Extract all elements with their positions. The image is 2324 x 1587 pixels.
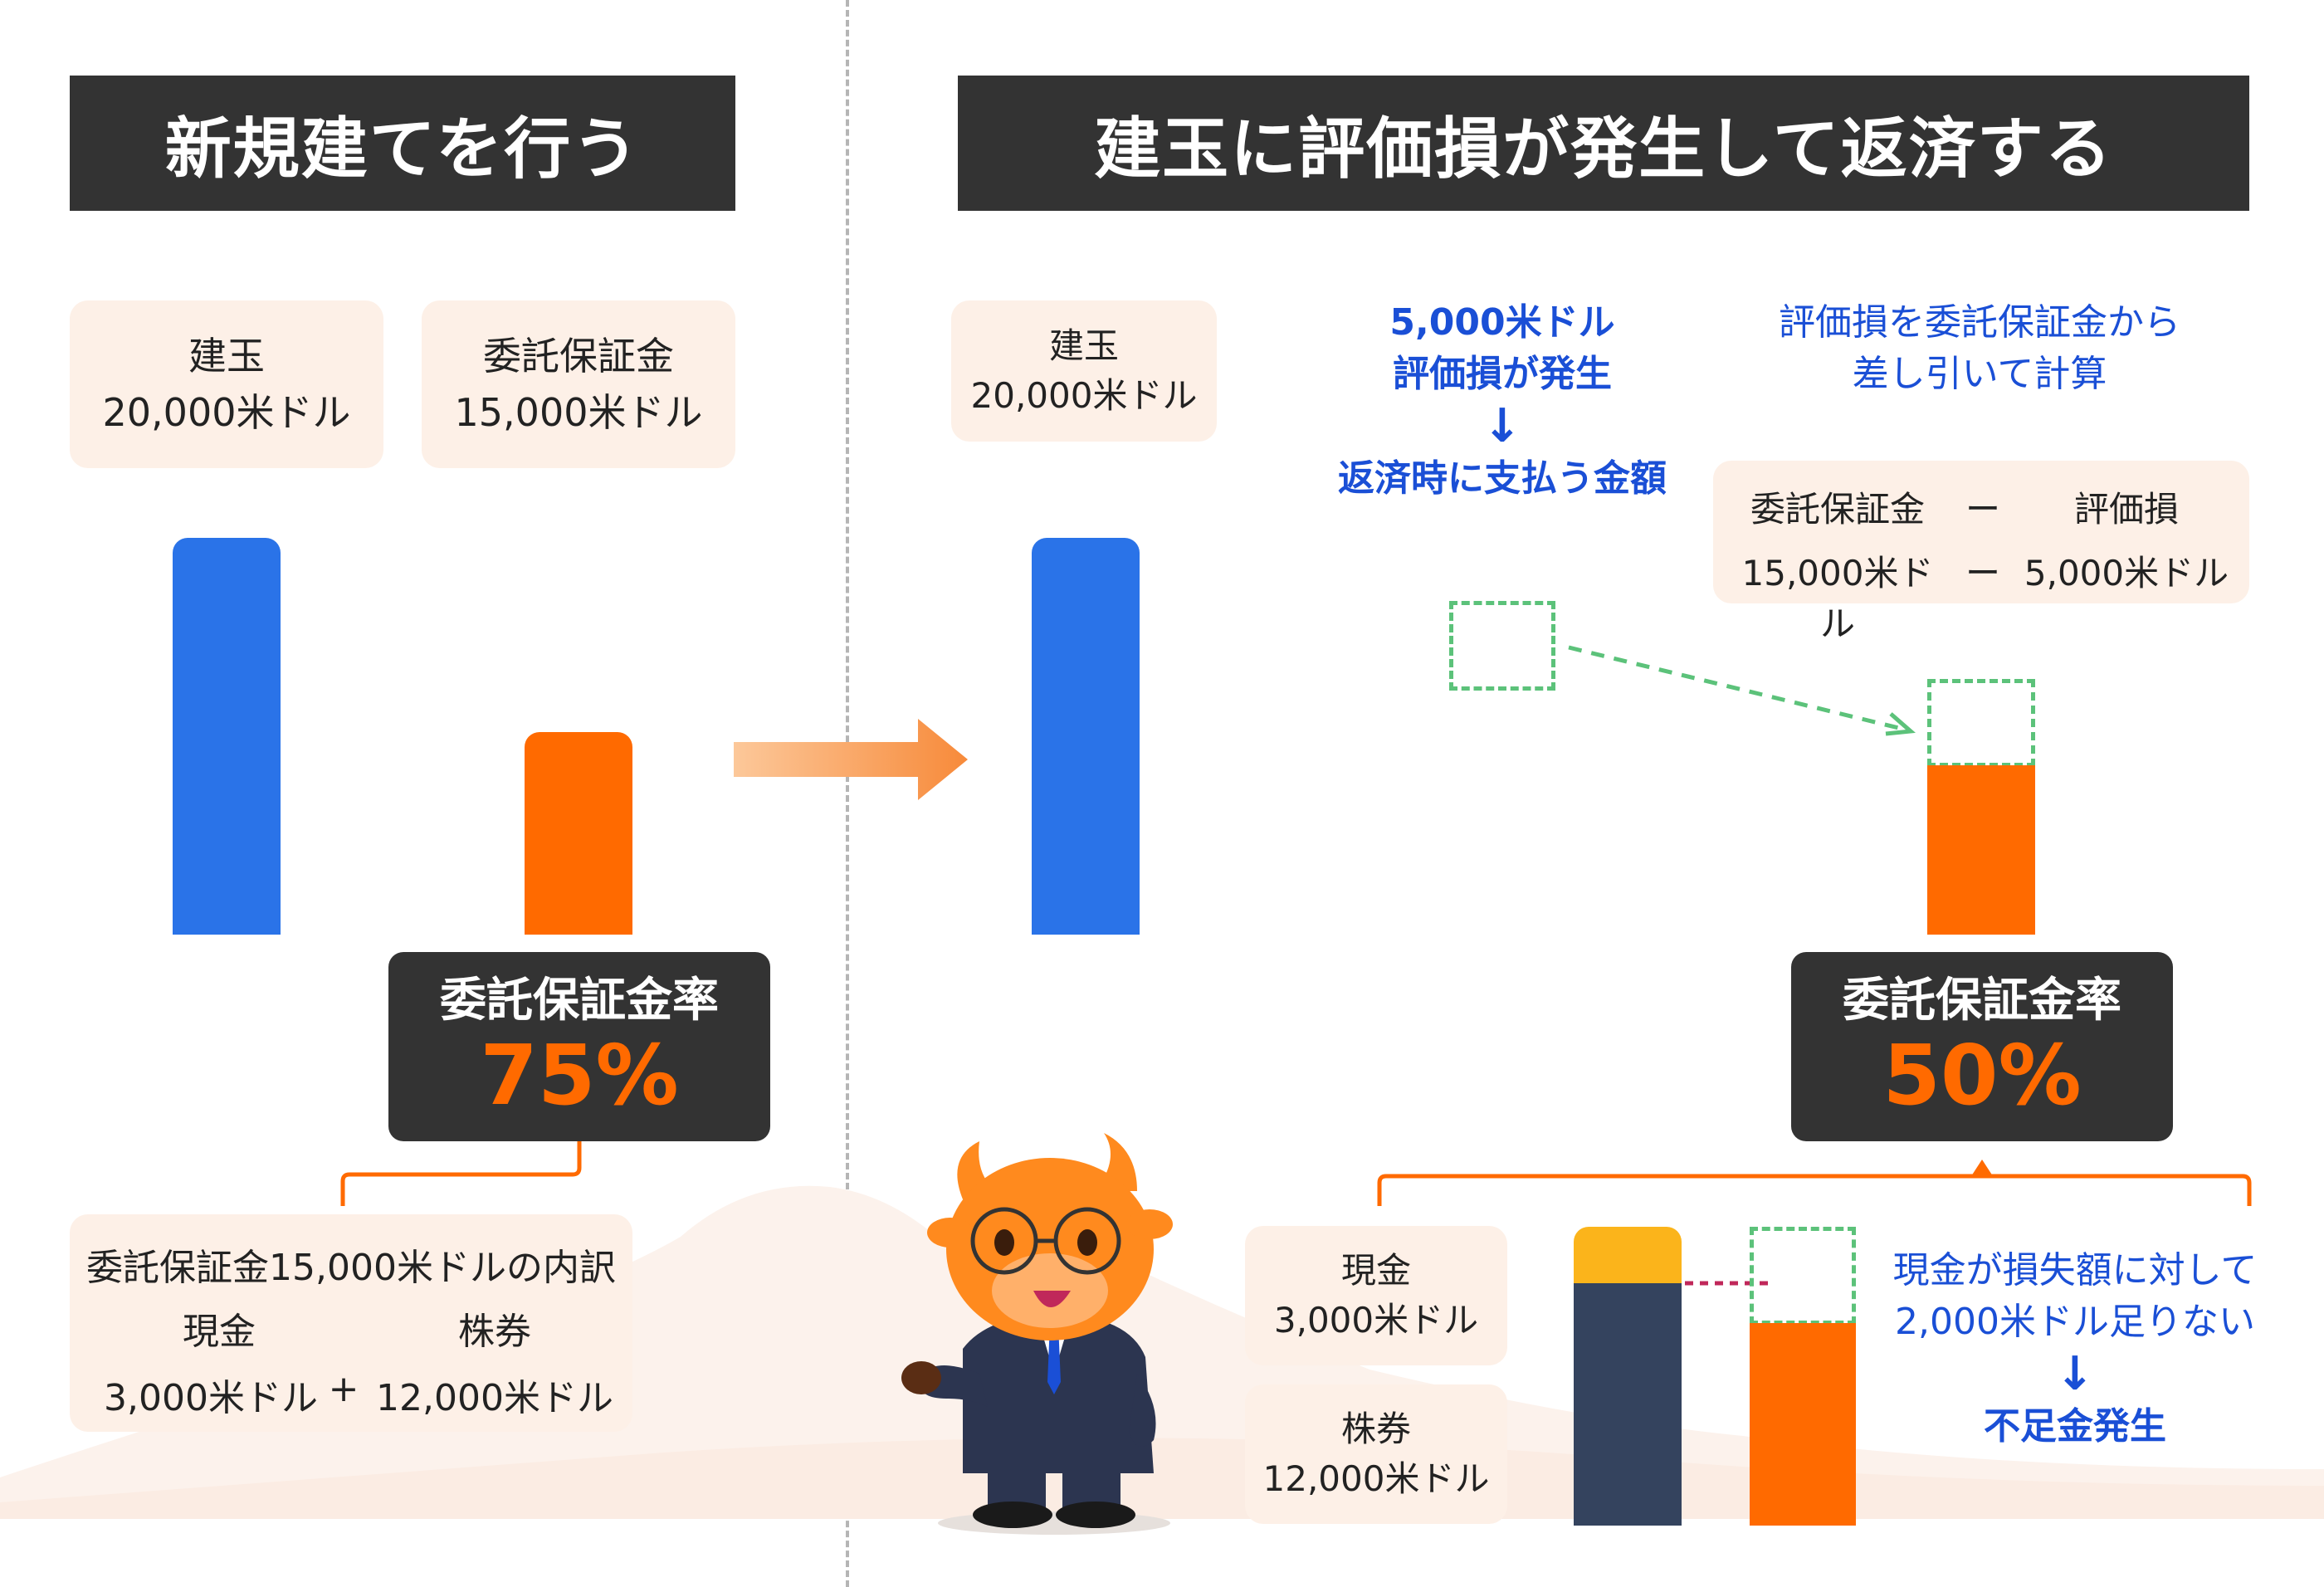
stock-card: 株券 12,000米ドル: [1245, 1384, 1507, 1524]
breakdown-cash-amount: 3,000米ドル: [104, 1377, 318, 1419]
breakdown-plus: +: [328, 1368, 359, 1410]
shortfall-line3: 不足金発生: [1984, 1405, 2166, 1448]
right-margin-bar: [1927, 765, 2035, 935]
background-hills: [0, 1185, 2324, 1519]
margin-rate-title: 委託保証金率: [440, 974, 719, 1028]
loss-dashed-box: [1449, 601, 1555, 691]
cash-card-amount: 3,000米ドル: [1273, 1300, 1479, 1340]
stock-bar: [1574, 1283, 1682, 1526]
calc-minus2: ー: [1965, 553, 2000, 593]
margin-card-amount: 15,000米ドル: [454, 390, 703, 435]
mascot-illustration: [901, 1133, 1173, 1535]
transition-arrow: [734, 719, 968, 800]
shortfall-dashed-top: [1750, 1227, 1856, 1325]
calc-note-line2: 差し引いて計算: [1852, 353, 2107, 395]
breakdown-cash-label: 現金: [183, 1311, 256, 1353]
calc-v1: 15,000米ドル: [1741, 553, 1934, 644]
position-card-title: 建玉: [188, 334, 265, 378]
breakdown-stock-amount: 12,000米ドル: [376, 1377, 613, 1419]
cash-bar: [1574, 1227, 1682, 1283]
loss-note: 5,000米ドル 評価損が発生 ↓ 返済時に支払う金額: [1303, 297, 1702, 505]
remaining-margin-bar: [1750, 1323, 1856, 1526]
loss-note-line3: 返済時に支払う金額: [1338, 457, 1667, 500]
cash-card-title: 現金: [1340, 1250, 1411, 1291]
down-arrow-icon: ↓: [1482, 399, 1522, 453]
right-bracket: [1377, 1160, 2252, 1206]
loss-note-line1: 5,000米ドル: [1389, 301, 1615, 344]
left-position-bar: [173, 538, 281, 935]
shortfall-note: 現金が損失額に対して 2,000米ドル足りない ↓ 不足金発生: [1859, 1245, 2291, 1453]
calc-h2: 評価損: [2073, 489, 2179, 530]
loss-dashed-arrow: [1568, 645, 1916, 736]
margin-rate-value: 50%: [1882, 1027, 2082, 1124]
left-position-card: 建玉 20,000米ドル: [70, 300, 383, 468]
calc-minus1: ー: [1965, 489, 2000, 530]
margin-rate-value: 75%: [480, 1027, 679, 1124]
right-margin-rate-box: 委託保証金率 50%: [1791, 952, 2173, 1141]
left-bracket: [340, 1141, 582, 1206]
stock-card-amount: 12,000米ドル: [1262, 1458, 1490, 1499]
right-position-card: 建玉 20,000米ドル: [951, 300, 1217, 442]
left-margin-card: 委託保証金 15,000米ドル: [422, 300, 735, 468]
position-card-amount: 20,000米ドル: [970, 375, 1198, 416]
breakdown-stock-label: 株券: [458, 1311, 531, 1353]
margin-loss-dashed-top: [1927, 679, 2035, 767]
calc-v2: 5,000米ドル: [2024, 553, 2229, 593]
position-card-title: 建玉: [1048, 325, 1119, 366]
calc-note-line1: 評価損を委託保証金から: [1779, 301, 2180, 344]
margin-card-title: 委託保証金: [483, 334, 674, 378]
calc-value-row: 15,000米ドル ー 5,000米ドル: [1730, 545, 2233, 647]
breakdown-title: 委託保証金15,000米ドルの内訳: [86, 1247, 616, 1289]
down-arrow-icon: ↓: [2055, 1347, 2095, 1401]
calc-box: 委託保証金 ー 評価損 15,000米ドル ー 5,000米ドル: [1713, 461, 2249, 644]
calc-note: 評価損を委託保証金から 差し引いて計算: [1731, 297, 2229, 400]
left-header: 新規建てを行う: [70, 76, 735, 211]
left-breakdown-card: 委託保証金15,000米ドルの内訳 現金 株券 3,000米ドル + 12,00…: [70, 1214, 632, 1432]
margin-rate-title: 委託保証金率: [1843, 974, 2121, 1028]
right-header: 建玉に評価損が発生して返済する: [958, 76, 2249, 211]
left-margin-rate-box: 委託保証金率 75%: [388, 952, 770, 1141]
cash-card: 現金 3,000米ドル: [1245, 1226, 1507, 1365]
loss-note-line2: 評価損が発生: [1393, 353, 1612, 395]
calc-header-row: 委託保証金 ー 評価損: [1730, 481, 2233, 532]
stock-card-title: 株券: [1340, 1409, 1411, 1449]
right-position-bar: [1032, 538, 1140, 935]
calc-h1: 委託保証金: [1750, 489, 1925, 530]
shortfall-line1: 現金が損失額に対して: [1892, 1249, 2258, 1292]
center-divider: [846, 0, 849, 1587]
left-margin-bar: [525, 732, 632, 935]
position-card-amount: 20,000米ドル: [102, 390, 351, 435]
shortfall-line2: 2,000米ドル足りない: [1895, 1301, 2255, 1343]
